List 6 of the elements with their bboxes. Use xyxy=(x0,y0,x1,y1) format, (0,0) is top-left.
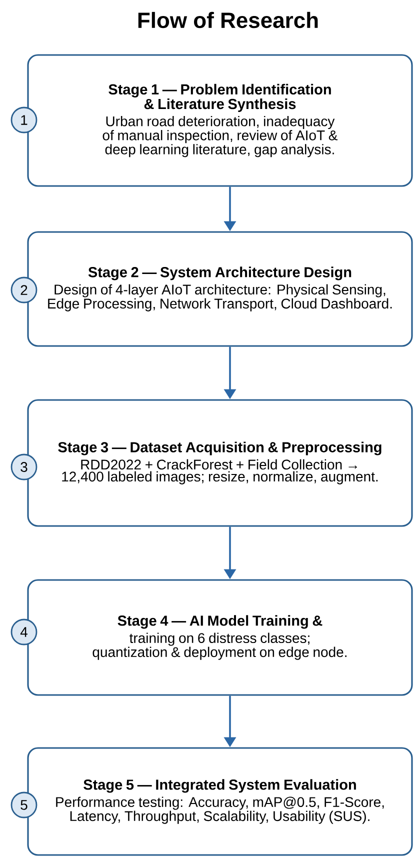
title: Flow of Research xyxy=(138,12,318,28)
stage-box: Stage 3 — Dataset Acquisition & Preprocessing RDD2022 + CrackForest + Field Collection → 12,400 labeled images; resize, normalize, augment. xyxy=(27,399,413,527)
stage-box: Stage 2 — System Architecture Design Design of 4-layer AIoT architecture: Physical Sensing, Edge Processing, Network Transport, Cloud Dashboard. xyxy=(27,231,413,347)
stage-box: Stage 5 — Integrated System Evaluation Performance testing: Accuracy, mAP@0.5, F1-Score, Latency, Throughput, Scalability, Usability (SUS). xyxy=(27,747,413,856)
stage-box: Stage 4 — AI Model Training & training on 6 distress classes; quantization & deployment on edge node. xyxy=(27,579,413,696)
stage-box: Stage 1 — Problem Identification & Literature Synthesis Urban road deterioration, inadequacy of manual inspection, review of AIoT & deep learning literature, gap analysis. xyxy=(27,54,413,187)
